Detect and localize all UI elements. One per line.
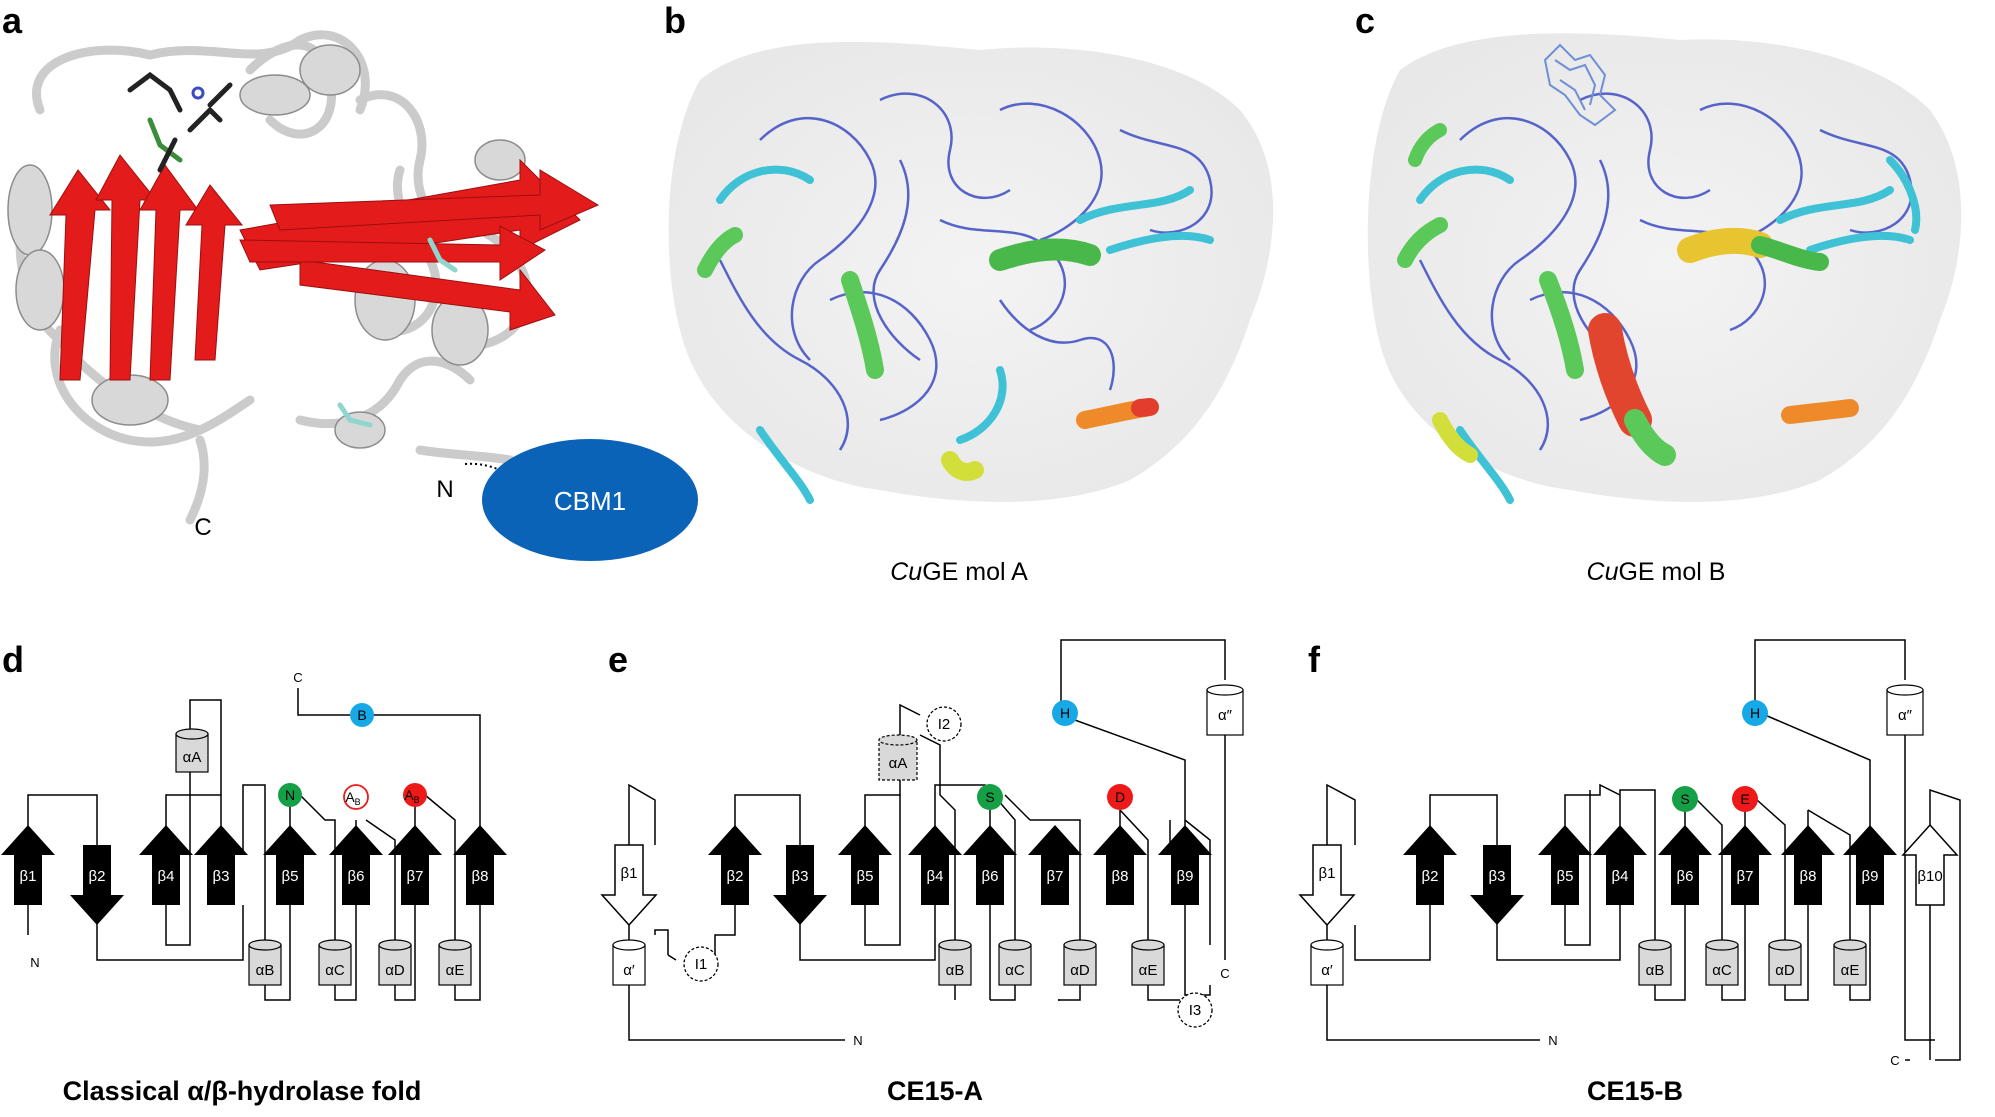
panel-f-elements: β1 β2 β3 β5 β4 β6 β7 β8 β9 β10 α′ αB αC … [1298,684,1959,1106]
e-c-terminus: C [1220,966,1229,981]
e-cat-D-label: D [1115,789,1125,805]
f-strand-b10: β10 [1917,868,1942,885]
panel-c-caption: CuGE mol B [1587,558,1726,586]
e-insertion-I2: I2 [938,716,951,733]
e-helix-adoubleprime: α″ [1218,707,1233,724]
f-strand-b5: β5 [1557,868,1574,885]
f-cat-E-label: E [1740,791,1749,807]
panel-label-a: a [2,0,23,41]
panel-b-caption: CuGE mol A [890,558,1028,586]
panel-d-elements: β1 β2 β4 β3 β5 β6 β7 β8 αA αB αC αD αE B [1,670,507,1106]
f-cat-H [1742,700,1768,726]
f-strand-b3: β3 [1489,868,1506,885]
e-strand-b1: β1 [621,865,638,882]
e-strand-b9: β9 [1177,868,1194,885]
e-cat-H [1052,700,1078,726]
d-c-terminus: C [293,670,302,685]
f-helix-aC: αC [1712,962,1732,979]
f-cat-E [1732,786,1758,812]
d-cat-N-label: N [285,787,295,803]
e-cat-D [1107,784,1133,810]
panel-e-elements: β1 β2 β3 β5 β4 β6 β7 β8 β9 αA α′ αB αC α… [600,684,1244,1106]
e-cat-S [977,784,1003,810]
d-helix-aB: αB [256,962,275,979]
d-cat-AB-open-label: AB [345,789,360,807]
panel-label-c: c [1355,0,1375,41]
e-strand-b4: β4 [927,868,944,885]
panel-label-b: b [664,0,686,41]
f-helix-aE: αE [1841,962,1860,979]
f-strand-b8: β8 [1800,868,1817,885]
e-strand-b8: β8 [1112,868,1129,885]
f-cat-S [1672,786,1698,812]
e-helix-aC: αC [1005,962,1025,979]
f-n-terminus: N [1548,1033,1557,1048]
f-helix-aB: αB [1646,962,1665,979]
d-title: Classical α/β-hydrolase fold [63,1076,422,1106]
f-strand-b4: β4 [1612,868,1629,885]
e-strand-b5: β5 [857,868,874,885]
d-strand-b7: β7 [407,868,424,885]
f-c-terminus: C [1890,1053,1899,1068]
d-cat-B-label: B [357,707,366,723]
panel-label-d: d [2,639,24,680]
d-cat-B [350,703,374,727]
e-cat-H-label: H [1060,705,1070,721]
e-helix-aB: αB [946,962,965,979]
e-helix-aprime: α′ [623,962,635,979]
e-strand-b2: β2 [727,868,744,885]
d-helix-aD: αD [385,962,405,979]
panel-b-structure: CuGE mol A [668,41,1274,586]
d-helix-aA: αA [183,749,202,766]
f-strand-b9: β9 [1862,868,1879,885]
e-strand-b6: β6 [982,868,999,885]
d-cat-AB-filled [403,783,427,807]
e-insertion-I3: I3 [1189,1002,1202,1019]
e-cat-S-label: S [985,789,994,805]
d-n-terminus: N [30,955,39,970]
f-helix-adoubleprime: α″ [1898,707,1913,724]
cbm1-domain [482,439,698,561]
e-helix-aE: αE [1139,962,1158,979]
panel-label-f: f [1308,639,1321,680]
d-cat-N [278,783,302,807]
cbm1-label: CBM1 [554,486,626,516]
f-strand-b6: β6 [1677,868,1694,885]
d-strand-b3: β3 [213,868,230,885]
d-strand-b1: β1 [20,868,37,885]
f-strand-b7: β7 [1737,868,1754,885]
e-title: CE15-A [887,1076,983,1106]
d-strand-b4: β4 [158,868,175,885]
f-strand-b2: β2 [1422,868,1439,885]
panel-e-topology [628,639,1226,1041]
f-title: CE15-B [1587,1076,1683,1106]
panel-a-structure: CBM1 N C [7,30,698,561]
e-strand-b3: β3 [792,868,809,885]
e-n-terminus: N [853,1033,862,1048]
d-strand-b6: β6 [348,868,365,885]
d-cat-AB-filled-label: AB [404,787,419,805]
panel-a-n-terminus: N [436,476,453,503]
f-strand-b1: β1 [1319,865,1336,882]
e-helix-aD: αD [1070,962,1090,979]
d-strand-b8: β8 [472,868,489,885]
panel-a-c-terminus: C [194,514,211,541]
f-helix-aprime: α′ [1321,962,1333,979]
e-insertion-I1: I1 [695,956,708,973]
d-cat-AB-open [343,784,369,810]
e-strand-b7: β7 [1047,868,1064,885]
e-helix-aA: αA [889,755,908,772]
panel-c-structure: CuGE mol B [1367,33,1962,586]
panel-label-e: e [608,639,628,680]
d-helix-aE: αE [446,962,465,979]
d-helix-aC: αC [325,962,345,979]
f-cat-H-label: H [1750,705,1760,721]
d-strand-b2: β2 [89,868,106,885]
f-cat-S-label: S [1680,791,1689,807]
d-strand-b5: β5 [282,868,299,885]
f-helix-aD: αD [1775,962,1795,979]
